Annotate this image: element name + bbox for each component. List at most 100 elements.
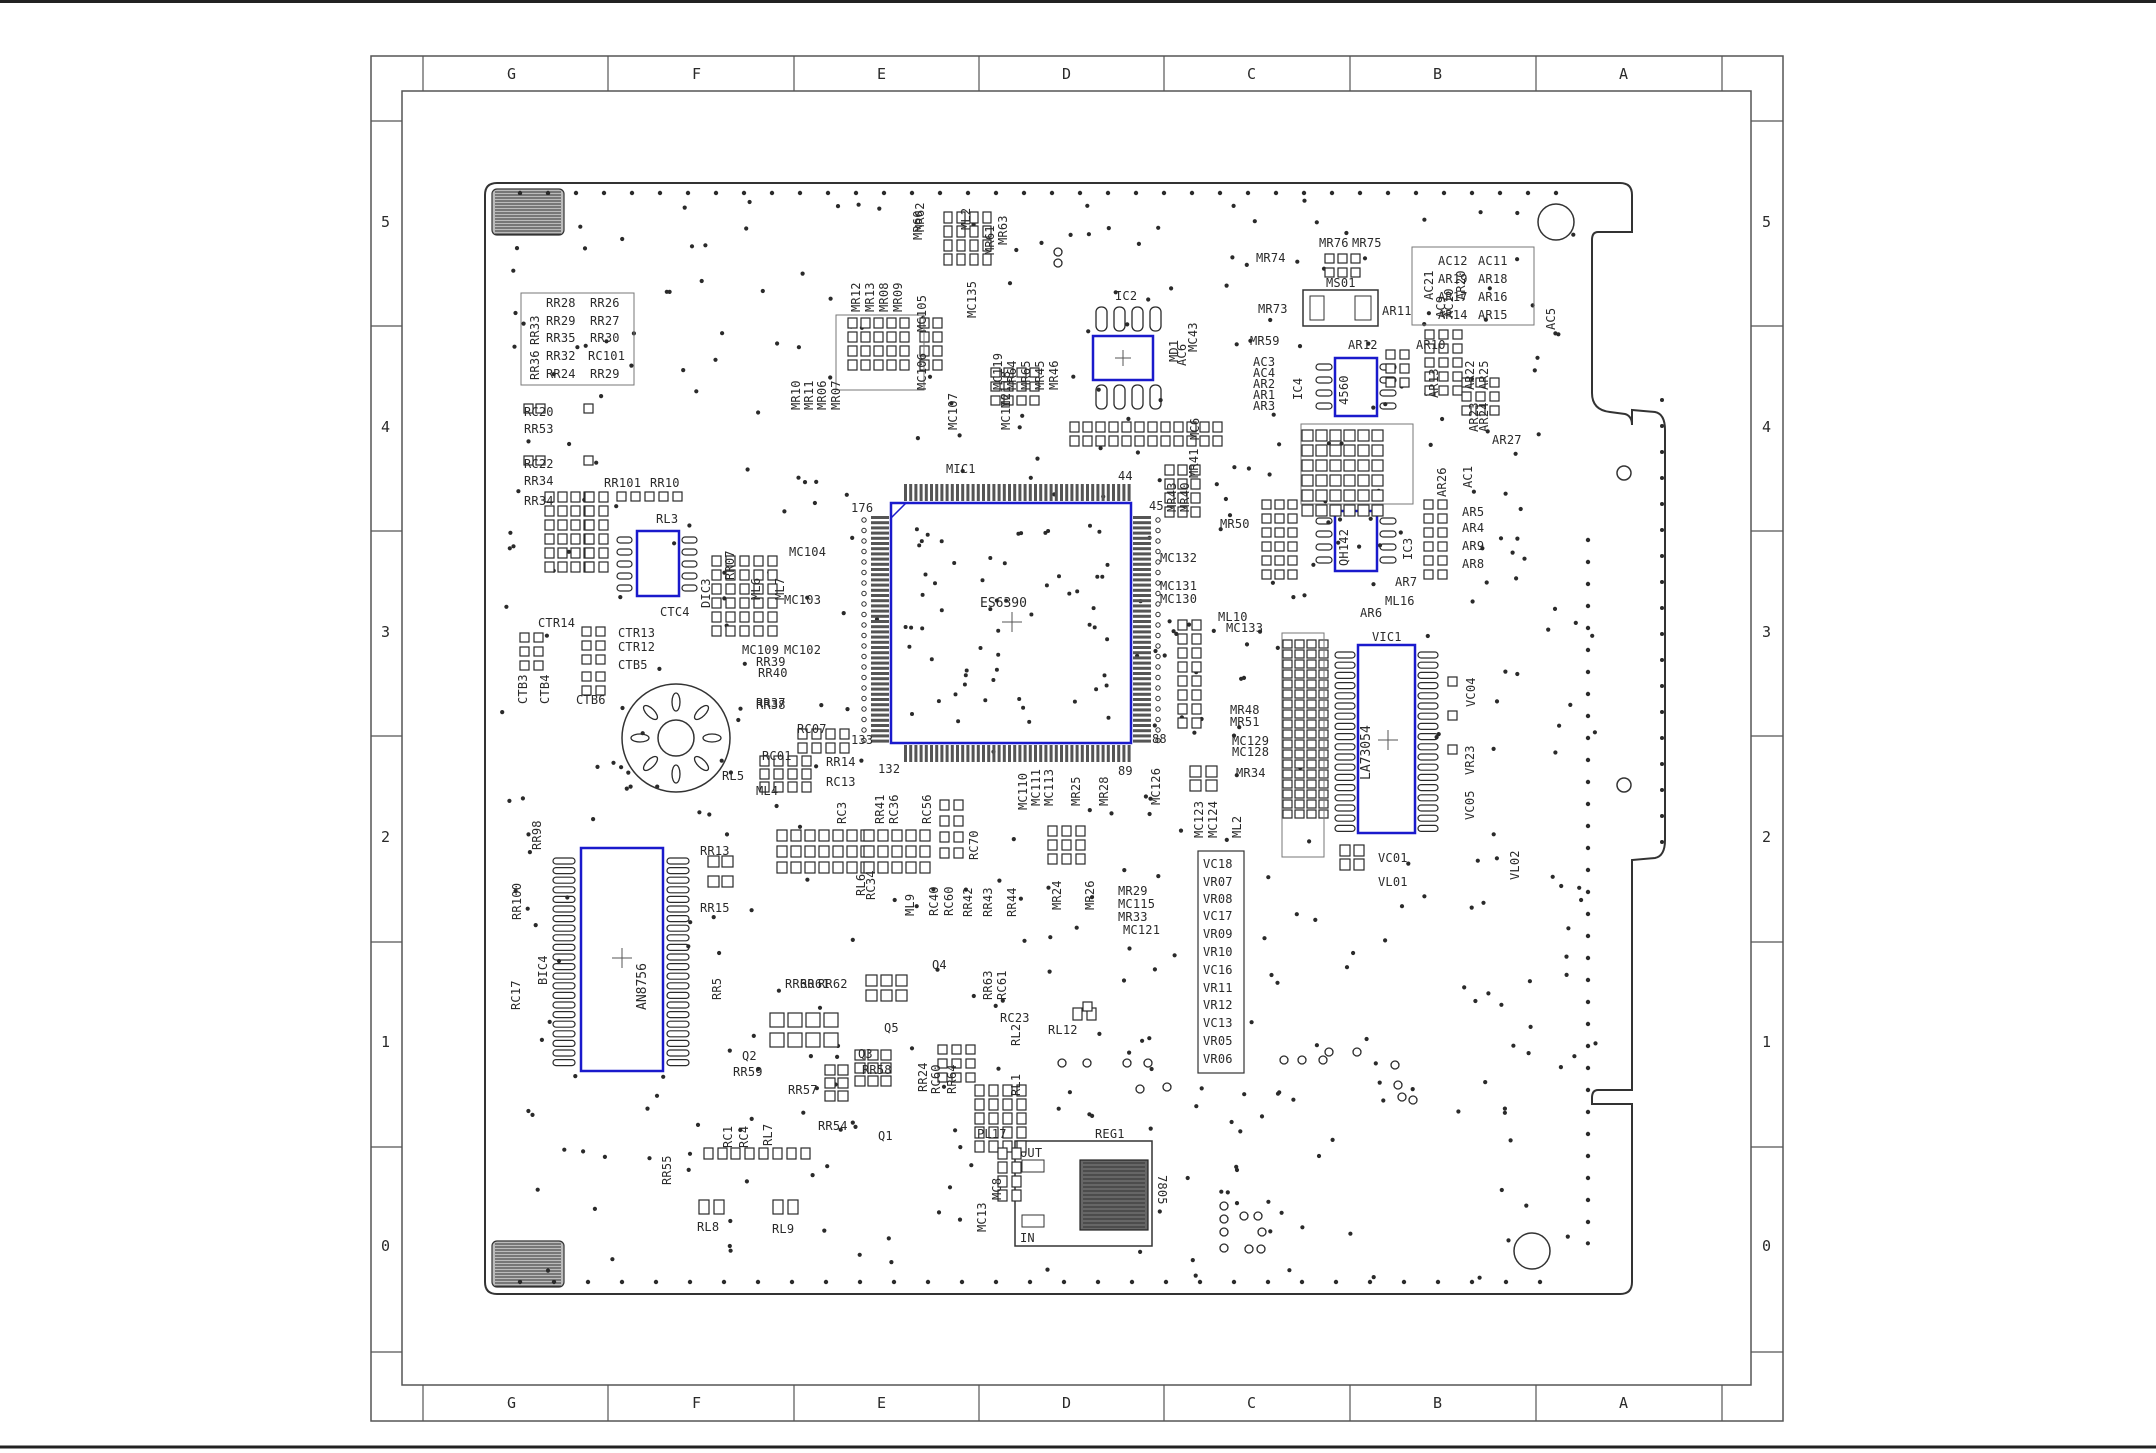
- ms01-part: MS01: [1302, 276, 1379, 327]
- component-label: MR10: [789, 380, 803, 410]
- component-label: VC01: [1378, 851, 1408, 865]
- component-label: DIC3: [699, 578, 713, 608]
- reg1-part: 7805: [1155, 1175, 1169, 1205]
- mic1-pin-89: 89: [1118, 764, 1133, 778]
- component-label: RR43: [981, 887, 995, 917]
- vc-column-box: [1197, 850, 1245, 1074]
- component-label: AR15: [1478, 308, 1508, 322]
- component-label: AC21: [1422, 270, 1436, 300]
- component-label: RC36: [887, 794, 901, 824]
- component-label: AR7: [1395, 575, 1417, 589]
- component-label: RR62: [818, 977, 848, 991]
- component-label: MC135: [965, 281, 979, 318]
- component-label: VR23: [1463, 745, 1477, 775]
- component-label: RR24: [546, 367, 576, 381]
- row-label-left-0: 0: [381, 1237, 390, 1255]
- component-label: RR15: [700, 901, 730, 915]
- component-label: RL2: [1009, 1024, 1023, 1046]
- row-label-right-5: 5: [1762, 213, 1771, 231]
- column-label-top-g: G: [507, 65, 516, 83]
- component-label: RL5: [722, 769, 744, 783]
- component-label: AC4: [1253, 366, 1275, 380]
- component-label: MC110: [1016, 773, 1030, 810]
- component-pads: [519, 211, 1535, 1215]
- component-label: Q1: [878, 1129, 893, 1143]
- component-label: MR59: [1250, 334, 1280, 348]
- component-label: CTB6: [576, 693, 606, 707]
- row-label-right-3: 3: [1762, 623, 1771, 641]
- ic3-part: QH142: [1337, 529, 1351, 566]
- component-label: RR100: [510, 883, 524, 920]
- component-label: MR63: [996, 215, 1010, 245]
- component-label: RL7: [761, 1124, 775, 1146]
- column-label-bottom-d: D: [1062, 1394, 1071, 1412]
- component-label: MC103: [784, 593, 821, 607]
- rl3-chip: [616, 529, 698, 598]
- component-label: AR14: [1438, 308, 1468, 322]
- component-label: RR32: [546, 349, 576, 363]
- component-label: MC43: [1186, 322, 1200, 352]
- mounting-hole-right-2: [1616, 777, 1632, 793]
- ic3-ref: IC3: [1401, 538, 1415, 560]
- component-label: Q5: [884, 1021, 899, 1035]
- component-label: RR07: [723, 550, 737, 580]
- component-label: RR34: [524, 494, 554, 508]
- component-label: AR8: [1462, 557, 1484, 571]
- component-label: MR11: [802, 380, 816, 410]
- reg1-ref: REG1: [1095, 1127, 1125, 1141]
- row-label-right-1: 1: [1762, 1033, 1771, 1051]
- component-label: ML10: [1218, 610, 1248, 624]
- component-label: RR37: [756, 696, 786, 710]
- mic1-pin-88: 88: [1152, 732, 1167, 746]
- component-label: MC129: [1232, 734, 1269, 748]
- bic4-ref: BIC4: [536, 955, 550, 985]
- component-label: RR28: [546, 296, 576, 310]
- component-label: MR33: [1118, 910, 1148, 924]
- component-label: RR53: [524, 422, 554, 436]
- component-label: RR54: [818, 1119, 848, 1133]
- component-label: AC5: [1544, 308, 1558, 330]
- component-label: RR58: [862, 1063, 892, 1077]
- component-label: RR39: [756, 655, 786, 669]
- component-label: MC130: [1160, 592, 1197, 606]
- component-label: MC112: [999, 393, 1013, 430]
- component-label: ML9: [903, 894, 917, 916]
- component-label: ML2: [959, 208, 973, 230]
- component-label: AC10: [1442, 288, 1456, 318]
- component-label: RC13: [826, 775, 856, 789]
- component-label: AR19: [1438, 272, 1468, 286]
- component-label: RR34: [524, 474, 554, 488]
- component-label: AC11: [1478, 254, 1508, 268]
- component-label: MR43: [1165, 482, 1179, 512]
- column-label-bottom-e: E: [877, 1394, 886, 1412]
- component-label: MC102: [784, 643, 821, 657]
- component-label: RR57: [788, 1083, 818, 1097]
- component-label: MC113: [1042, 769, 1056, 806]
- corner-pad-bottom-left: [491, 1240, 565, 1288]
- component-label: RL9: [772, 1222, 794, 1236]
- component-label: VR06: [1203, 1052, 1233, 1066]
- ic2-ref: IC2: [1115, 289, 1137, 303]
- bic4-part: AN8756: [635, 963, 650, 1010]
- component-label: AR17: [1438, 290, 1468, 304]
- component-label: RR63: [981, 970, 995, 1000]
- drawing-frame-inner: [401, 90, 1752, 1386]
- component-label: RR64: [945, 1064, 959, 1094]
- component-label: VR08: [1203, 892, 1233, 906]
- component-label: MR06: [815, 380, 829, 410]
- component-label: MC118: [999, 371, 1013, 408]
- component-label: AR13: [1427, 368, 1441, 398]
- component-label: MR76: [1319, 236, 1349, 250]
- component-label: MC131: [1160, 579, 1197, 593]
- component-label: RL3: [656, 512, 678, 526]
- component-label: CTR13: [618, 626, 655, 640]
- component-label: RR44: [1005, 887, 1019, 917]
- row-label-right-0: 0: [1762, 1237, 1771, 1255]
